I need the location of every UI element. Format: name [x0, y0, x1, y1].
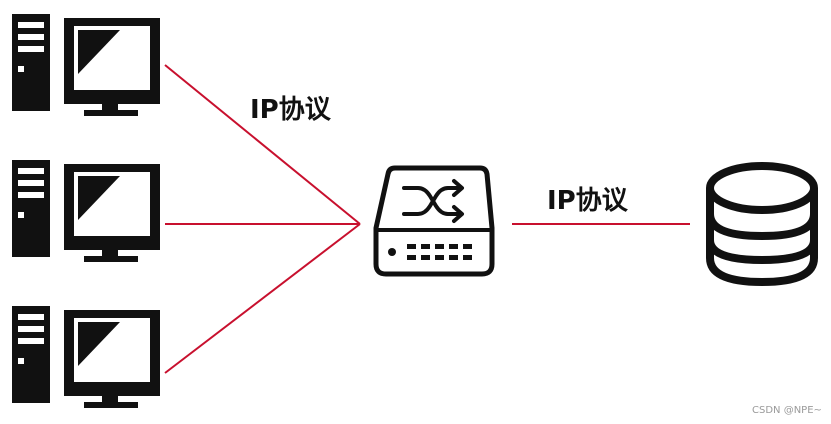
- left-link-label: IP协议: [250, 95, 332, 125]
- connection-lines: [164, 64, 690, 374]
- right-link-label: IP协议: [547, 186, 629, 216]
- computer-2-icon: [12, 160, 160, 262]
- network-switch-icon: [373, 165, 495, 277]
- computer-3-icon: [12, 306, 160, 408]
- watermark: CSDN @NPE~: [752, 405, 822, 416]
- computer-1-icon: [12, 14, 160, 116]
- link-computer-3-to-switch: [164, 223, 361, 374]
- link-computer-1-to-switch: [164, 64, 361, 225]
- database-icon: [706, 162, 818, 287]
